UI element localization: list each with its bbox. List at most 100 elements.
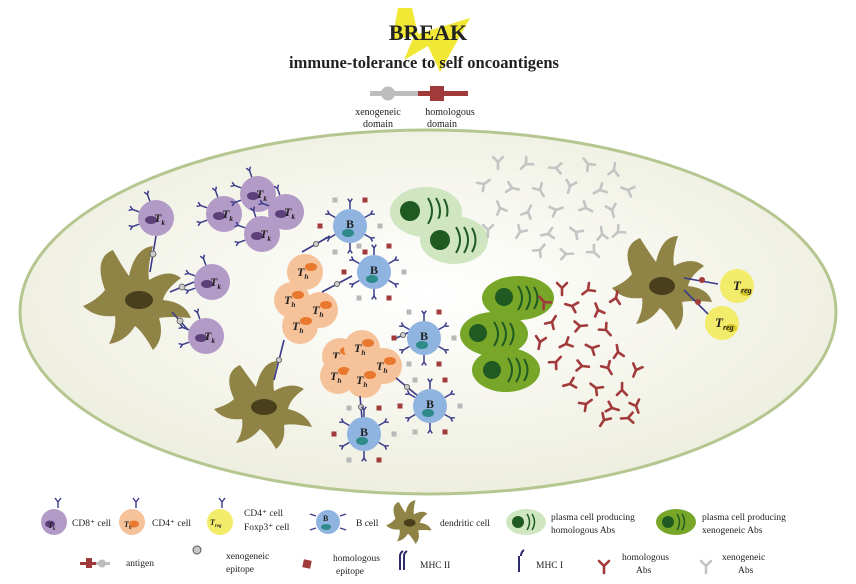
th-nucleus [362,339,374,347]
xeno-epitope-icon [333,280,340,287]
tk-nucleus [145,216,157,224]
legend-mhc1-icon [518,549,525,572]
dendritic-cell-left [83,246,191,350]
receptor-fork-icon [450,416,455,422]
receptor-icon [352,279,360,285]
homo-antibody-icon [558,336,574,349]
receptor-icon [276,188,281,196]
b-cell [357,255,391,289]
legend-treg-icon [207,497,233,535]
receptor-icon [188,272,196,277]
b-nucleus [356,437,368,445]
homo-epitope-icon [436,361,442,367]
xeno-antibody-icon [491,155,505,171]
th-cell [346,362,382,398]
xeno-antibody-icon [548,205,564,218]
receptor-icon [234,184,242,189]
xeno-epitope-icon [312,240,319,247]
xeno-antibody-icon [596,225,609,241]
xeno-antibody-icon [611,223,627,238]
receptor-fork-icon [421,310,427,315]
tk-nucleus [201,280,213,288]
receptor-fork-icon [339,444,344,450]
tk-label: Tk [222,207,233,223]
receptor-fork-icon [230,200,236,207]
legend-xeno-epitope-icon [192,545,202,555]
tk-label: Tk [284,205,295,221]
legend-xeno-epitope-label-2: epitope [226,565,254,575]
receptor-icon [234,199,242,204]
receptor-icon [248,170,253,178]
homo-epitope-icon [341,269,347,275]
xeno-epitope-icon [391,431,397,437]
homo-antibody-icon [619,411,635,424]
th-nucleus [305,263,317,271]
xeno-antibody-icon [565,178,578,195]
th-label: Th [284,293,295,309]
tk-label: Tk [210,275,221,291]
legend-cd4foxp3-label-2: Foxp3⁺ cell [244,523,290,533]
legend-homo-abs-label-2: Abs [636,566,652,576]
treg-synapse-links [683,277,719,315]
xeno-antibody-icon [495,200,508,216]
receptor-fork-icon [178,342,184,349]
receptor-icon [438,345,446,351]
homo-antibody-icon [561,376,578,389]
receptor-fork-icon [427,429,433,434]
xeno-epitope-icon [332,249,338,255]
legend-tk-letter: Tk [48,521,56,532]
legend-plasma-homo-label-1: plasma cell producing [551,513,635,523]
homologous-antibodies [534,281,644,428]
receptor-fork-icon [450,390,455,396]
xeno-antibody-icon [547,162,563,175]
receptor-fork-icon [199,254,206,260]
receptor-icon [146,194,151,202]
homo-antibody-icon [575,359,591,372]
receptor-fork-icon [128,224,134,231]
homo-epitope-icon [317,223,323,229]
xeno-epitope-icon [412,429,418,435]
receptor-icon [408,413,416,419]
receptor-fork-icon [361,406,367,411]
homo-epitope-icon [397,403,403,409]
tk-label: Tk [256,187,267,203]
th-nucleus [384,357,396,365]
xeno-antibody-icon [559,247,575,261]
legend-mhc2-label: MHC II [420,561,450,571]
homo-antibody-icon [534,334,548,351]
receptor-icon [328,233,336,239]
receptor-icon [352,259,360,265]
xeno-antibody-icon [582,157,597,173]
homo-antibody-icon [547,355,563,371]
b-nucleus [416,341,428,349]
treg-label-2: Treg [715,315,734,332]
plasma-cells-homologous-abs [390,187,488,264]
title-lightning-bolt-icon [392,8,470,72]
tk-label: Tk [260,227,271,243]
receptor-fork-icon [371,244,377,249]
xeno-epitope-icon [356,243,362,249]
receptor-fork-icon [184,269,190,276]
receptor-icon [444,393,452,399]
xeno-antibody-icon [592,181,609,195]
dendritic-cell-bottom [214,361,312,449]
page-title: BREAK [389,20,467,45]
receptor-fork-icon [399,348,404,354]
homo-antibody-icon [604,400,620,413]
legend-mhc1-label: MHC I [536,561,563,571]
xeno-epitope-icon [406,309,412,315]
receptor-fork-icon [245,166,252,172]
receptor-icon [364,213,372,219]
b-label: B [370,263,378,277]
receptor-fork-icon [196,201,202,208]
homo-antibody-icon [628,398,641,414]
plasma-cells-xenogeneic-abs [460,276,554,392]
th-cell [282,308,318,344]
th-label: Th [376,359,387,375]
b-nucleus [422,409,434,417]
cd4-t-helper-cells: ThThThThThThThThTh [273,235,419,419]
homo-antibody-icon [563,301,580,314]
homo-antibody-icon [538,295,553,311]
receptor-fork-icon [258,199,264,206]
legend-bcell-icon [309,510,347,534]
